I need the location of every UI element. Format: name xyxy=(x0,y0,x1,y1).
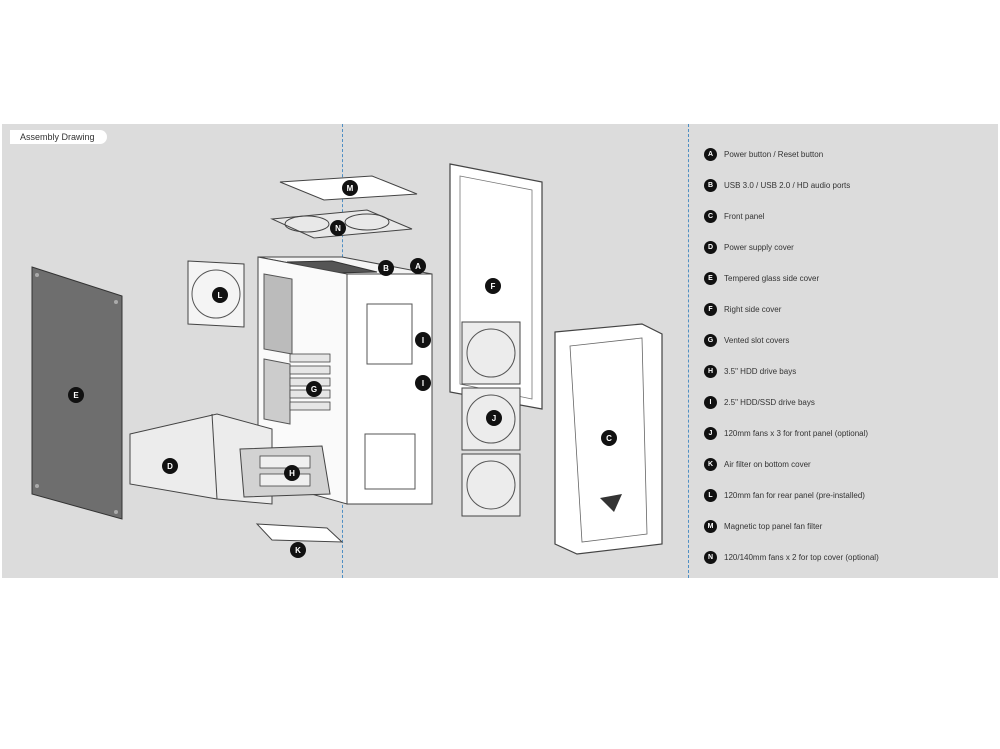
legend-badge: K xyxy=(704,457,717,471)
legend-badge: L xyxy=(704,488,717,502)
rear-fan-ring xyxy=(191,269,241,319)
legend-text: Power supply cover xyxy=(724,242,794,252)
divider-right xyxy=(688,124,689,578)
slot-covers xyxy=(289,353,331,411)
callout-A-label: A xyxy=(415,262,421,271)
callout-D-label: D xyxy=(167,462,173,471)
legend-item-c: C Front panel xyxy=(704,208,764,224)
front-fans xyxy=(461,321,521,517)
legend-text: Front panel xyxy=(724,211,765,221)
legend-item-d: D Power supply cover xyxy=(704,239,794,255)
hdd-tray xyxy=(259,455,311,469)
legend-item-g: G Vented slot covers xyxy=(704,332,789,348)
legend-item-j: J 120mm fans x 3 for front panel (optiona… xyxy=(704,425,868,441)
front-panel-inner xyxy=(569,337,648,543)
diagram-title: Assembly Drawing xyxy=(10,130,107,144)
legend-text: 120mm fan for rear panel (pre-installed) xyxy=(724,490,865,500)
callout-M-label: M xyxy=(347,184,354,193)
callout-I-label-top: I xyxy=(422,336,424,345)
callout-G-label: G xyxy=(311,385,317,394)
top-fan xyxy=(344,213,390,231)
rear-vent xyxy=(263,273,293,355)
glass-screw xyxy=(35,273,39,277)
legend-item-n: N 120/140mm fans x 2 for top cover (optio… xyxy=(704,549,879,565)
glass-screw xyxy=(114,510,118,514)
legend-text: USB 3.0 / USB 2.0 / HD audio ports xyxy=(724,180,851,190)
legend-badge: F xyxy=(704,302,717,316)
psu-cover-edge xyxy=(211,413,218,500)
lower-cutout xyxy=(364,433,416,490)
legend-text: Vented slot covers xyxy=(724,335,790,345)
callout-E-label: E xyxy=(73,391,79,400)
legend-badge: H xyxy=(704,364,717,378)
legend-badge: B xyxy=(704,178,717,192)
legend-item-b: B USB 3.0 / USB 2.0 / HD audio ports xyxy=(704,177,850,193)
legend-badge: J xyxy=(704,426,717,440)
assembly-panel: Assembly Drawing xyxy=(2,124,998,578)
legend-item-e: E Tempered glass side cover xyxy=(704,270,819,286)
callout-K-label: K xyxy=(295,546,301,555)
legend-badge: A xyxy=(704,147,717,161)
legend-text: Magnetic top panel fan filter xyxy=(724,521,823,531)
callout-markers: M N B A L F I I G E J C D H K xyxy=(68,180,617,558)
legend-item-i: I 2.5" HDD/SSD drive bays xyxy=(704,394,815,410)
callout-F-label: F xyxy=(491,282,496,291)
legend-text: Right side cover xyxy=(724,304,782,314)
legend-badge: I xyxy=(704,395,717,409)
callout-H-label: H xyxy=(289,469,295,478)
rear-io xyxy=(263,358,291,425)
callout-C-label: C xyxy=(606,434,612,443)
legend-badge: M xyxy=(704,519,717,533)
motherboard-cutout xyxy=(366,303,413,365)
legend-badge: E xyxy=(704,271,717,285)
legend-text: 2.5" HDD/SSD drive bays xyxy=(724,397,815,407)
legend-badge: N xyxy=(704,550,717,564)
legend-text: 120mm fans x 3 for front panel (optional… xyxy=(724,428,869,438)
legend-text: 120/140mm fans x 2 for top cover (option… xyxy=(724,552,879,562)
bottom-filter xyxy=(255,523,344,543)
legend-badge: D xyxy=(704,240,717,254)
legend-text: Power button / Reset button xyxy=(724,149,824,159)
legend-item-l: L 120mm fan for rear panel (pre-installed… xyxy=(704,487,865,503)
legend-badge: C xyxy=(704,209,717,223)
legend-text: Air filter on bottom cover xyxy=(724,459,811,469)
exploded-view: M N B A L F I I G E J C D H K xyxy=(31,163,663,558)
glass-screw xyxy=(114,300,118,304)
callout-L-label: L xyxy=(218,291,223,300)
psu-cover xyxy=(129,413,273,505)
legend-item-m: M Magnetic top panel fan filter xyxy=(704,518,822,534)
callout-N-label: N xyxy=(335,224,341,233)
legend-item-h: H 3.5" HDD drive bays xyxy=(704,363,796,379)
callout-B-label: B xyxy=(383,264,389,273)
callout-J-label: J xyxy=(492,414,496,423)
legend-item-a: A Power button / Reset button xyxy=(704,146,823,162)
chassis-side xyxy=(346,273,433,505)
glass-screw xyxy=(35,484,39,488)
legend-item-k: K Air filter on bottom cover xyxy=(704,456,811,472)
legend-item-f: F Right side cover xyxy=(704,301,781,317)
right-side-cover-inner xyxy=(459,175,533,400)
cougar-logo xyxy=(600,494,622,512)
legend-text: Tempered glass side cover xyxy=(724,273,820,283)
legend-badge: G xyxy=(704,333,717,347)
callout-I-label-bottom: I xyxy=(422,379,424,388)
top-fan xyxy=(284,215,330,233)
legend-text: 3.5" HDD drive bays xyxy=(724,366,797,376)
